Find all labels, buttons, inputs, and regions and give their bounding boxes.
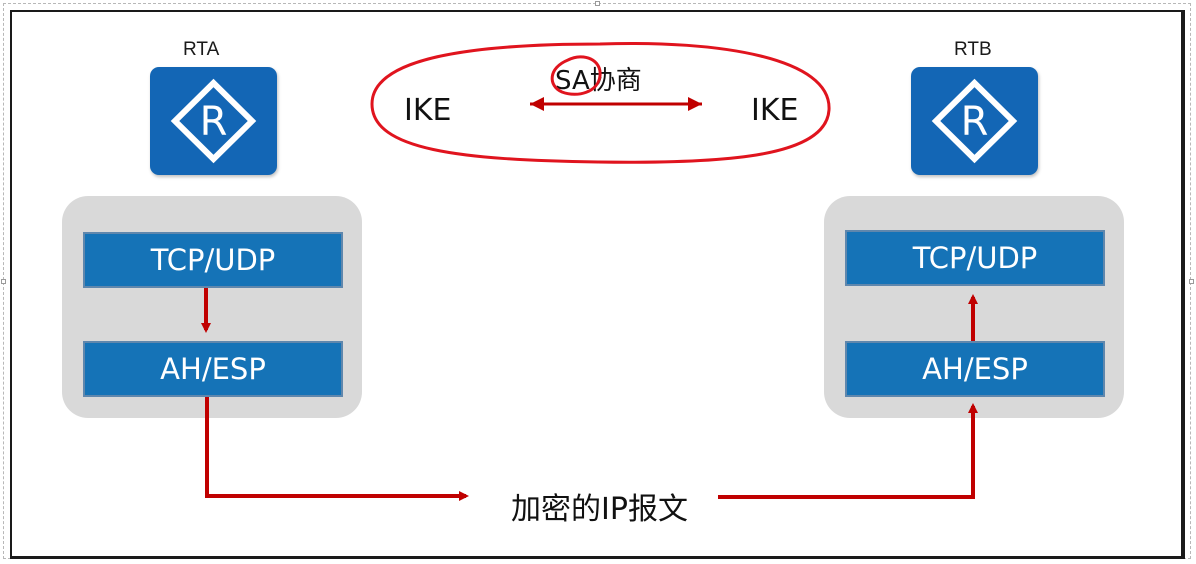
svg-text:R: R [961, 99, 989, 145]
svg-text:R: R [200, 99, 228, 145]
resize-handle-right[interactable] [1189, 279, 1194, 284]
annotation-ellipse [370, 42, 831, 164]
router-label-rta: RTA [183, 39, 220, 60]
layer-ah-esp-rtb: AH/ESP [845, 341, 1105, 397]
ike-label-right: IKE [751, 93, 799, 128]
layer-ah-esp-rta: AH/ESP [83, 341, 343, 397]
resize-handle-top[interactable] [595, 1, 600, 6]
encrypted-ip-packet-label: 加密的IP报文 [511, 492, 688, 527]
router-label-rtb: RTB [954, 39, 992, 60]
annotation-circle-sa [550, 55, 602, 96]
ike-label-left: IKE [404, 93, 452, 128]
arrow-packet-to-rtb [718, 403, 978, 499]
resize-handle-left[interactable] [1, 279, 6, 284]
router-icon: R [150, 67, 277, 175]
layer-tcp-udp-rta: TCP/UDP [83, 232, 343, 288]
arrow-rta-to-packet [205, 397, 469, 501]
layer-tcp-udp-rtb: TCP/UDP [845, 230, 1105, 286]
router-icon: R [911, 67, 1038, 175]
